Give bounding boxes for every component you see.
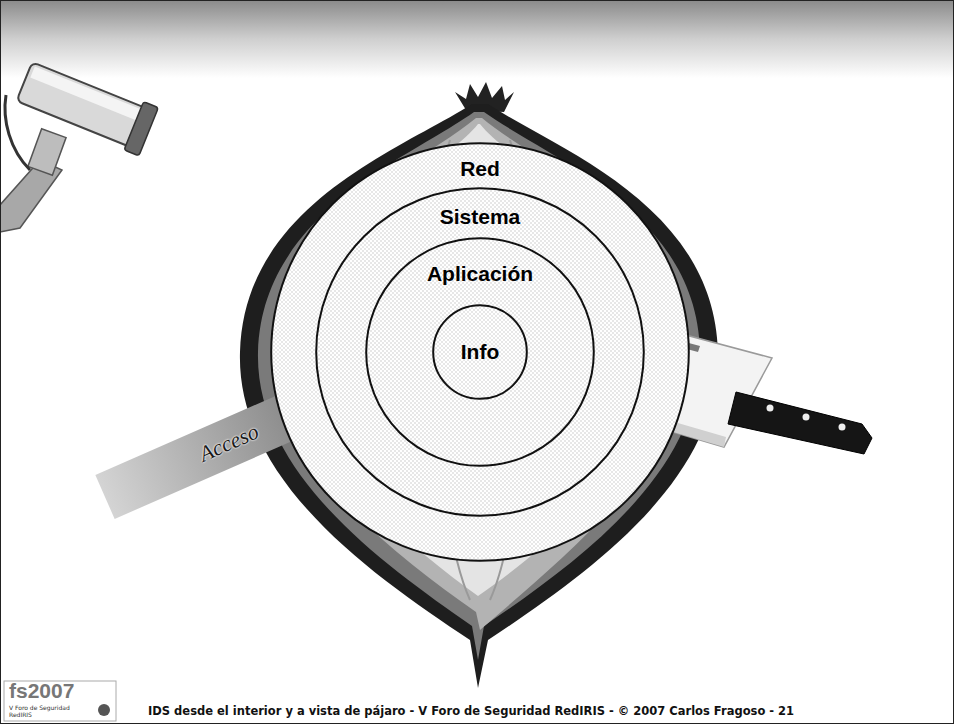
knife-illustration xyxy=(524,303,872,454)
application-ring: AplicaciónInfo xyxy=(365,237,595,467)
system-ring: SistemaAplicaciónInfo xyxy=(315,187,645,517)
logo-subtitle: V Foro de Seguridad RedIRIS xyxy=(9,704,91,718)
header-bar xyxy=(0,0,954,78)
ring-label: Red xyxy=(270,157,690,181)
ring-label: Info xyxy=(432,340,528,364)
ring-label: Sistema xyxy=(315,205,645,229)
footer-text: IDS desde el interior y a vista de pájar… xyxy=(148,704,794,718)
info-core: Info xyxy=(432,304,528,400)
onion-illustration xyxy=(240,82,718,688)
camera-icon xyxy=(0,57,158,232)
access-arrow xyxy=(88,311,457,535)
ring-label: Aplicación xyxy=(365,262,595,286)
network-ring: RedSistemaAplicaciónInfo xyxy=(270,142,690,562)
logo-text: fs2007 xyxy=(9,679,74,703)
